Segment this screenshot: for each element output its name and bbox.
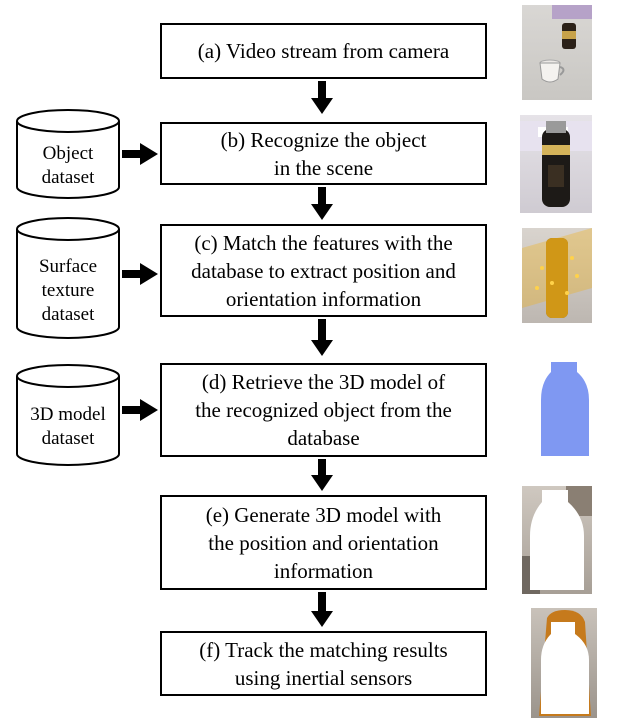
- surface-texture-dataset-label: Surface texture dataset: [15, 255, 121, 327]
- 3d-model-dataset-cylinder: 3D model dataset: [15, 363, 121, 467]
- dataset-label-line: 3D model: [30, 404, 106, 425]
- step-d-line-1: (d) Retrieve the 3D model of: [201, 370, 446, 394]
- feature-matching-thumbnail: [522, 228, 592, 323]
- camera-frame-thumbnail: [522, 5, 592, 100]
- down-arrow-icon: [311, 592, 333, 627]
- step-f-text: (f) Track the matching results using ine…: [199, 636, 447, 692]
- dataset-label-line: dataset: [41, 304, 95, 325]
- dataset-label-line: texture: [41, 280, 95, 301]
- step-a-text: (a) Video stream from camera: [198, 37, 449, 65]
- feature-overlay-image-icon: [522, 228, 592, 318]
- step-e-box: (e) Generate 3D model with the position …: [160, 495, 487, 590]
- white-bottle-model-icon: [522, 486, 592, 594]
- bottle-closeup-thumbnail: [520, 115, 592, 213]
- database-cylinder-icon: [16, 109, 120, 199]
- step-c-line-1: (c) Match the features with the: [194, 230, 453, 255]
- cup-and-bottle-image-icon: [539, 5, 592, 83]
- right-arrow-icon: [122, 143, 158, 165]
- 3d-model-dataset-label: 3D model dataset: [15, 403, 121, 451]
- dataset-label-line: dataset: [41, 428, 95, 449]
- down-arrow-icon: [311, 187, 333, 220]
- step-b-box: (b) Recognize the object in the scene: [160, 122, 487, 185]
- step-e-line-3: information: [273, 558, 374, 583]
- step-c-line-3: orientation information: [225, 286, 422, 311]
- right-arrow-icon: [122, 263, 158, 285]
- dataset-label-line: Object: [42, 143, 94, 164]
- bottle-closeup-image-icon: [520, 121, 592, 207]
- database-cylinder-icon: [16, 364, 120, 466]
- step-a-box: (a) Video stream from camera: [160, 23, 487, 79]
- dataset-label-line: Surface: [38, 256, 98, 277]
- step-d-line-2: the recognized object from the: [195, 398, 452, 422]
- tracked-model-thumbnail: [531, 608, 597, 718]
- object-dataset-label: Object dataset: [15, 142, 121, 190]
- step-d-box: (d) Retrieve the 3D model of the recogni…: [160, 363, 487, 457]
- down-arrow-icon: [311, 319, 333, 356]
- surface-texture-dataset-cylinder: Surface texture dataset: [15, 216, 121, 340]
- tracked-bottle-image-icon: [539, 610, 591, 716]
- step-b-text: (b) Recognize the object in the scene: [221, 126, 427, 182]
- step-a-line-1: (a) Video stream from camera: [197, 39, 450, 63]
- down-arrow-icon: [311, 459, 333, 491]
- step-b-line-1: (b) Recognize the object: [220, 127, 427, 152]
- step-c-box: (c) Match the features with the database…: [160, 224, 487, 317]
- step-f-line-2: using inertial sensors: [234, 665, 413, 690]
- step-c-text: (c) Match the features with the database…: [191, 229, 456, 313]
- object-dataset-cylinder: Object dataset: [15, 108, 121, 200]
- step-c-line-2: database to extract position and: [191, 258, 456, 283]
- dataset-label-line: dataset: [41, 167, 95, 188]
- step-e-line-1: (e) Generate 3D model with: [205, 502, 442, 527]
- step-f-box: (f) Track the matching results using ine…: [160, 631, 487, 696]
- step-d-text: (d) Retrieve the 3D model of the recogni…: [195, 368, 452, 452]
- database-cylinder-icon: [16, 217, 120, 339]
- down-arrow-icon: [311, 81, 333, 114]
- step-d-line-3: database: [287, 426, 360, 450]
- step-b-line-2: in the scene: [273, 155, 374, 180]
- generated-model-thumbnail: [522, 486, 592, 594]
- right-arrow-icon: [122, 399, 158, 421]
- 3d-model-thumbnail: [533, 360, 595, 460]
- step-f-line-1: (f) Track the matching results: [199, 637, 448, 662]
- step-e-text: (e) Generate 3D model with the position …: [206, 501, 442, 585]
- blue-bottle-model-icon: [541, 362, 589, 456]
- step-e-line-2: the position and orientation: [208, 530, 439, 555]
